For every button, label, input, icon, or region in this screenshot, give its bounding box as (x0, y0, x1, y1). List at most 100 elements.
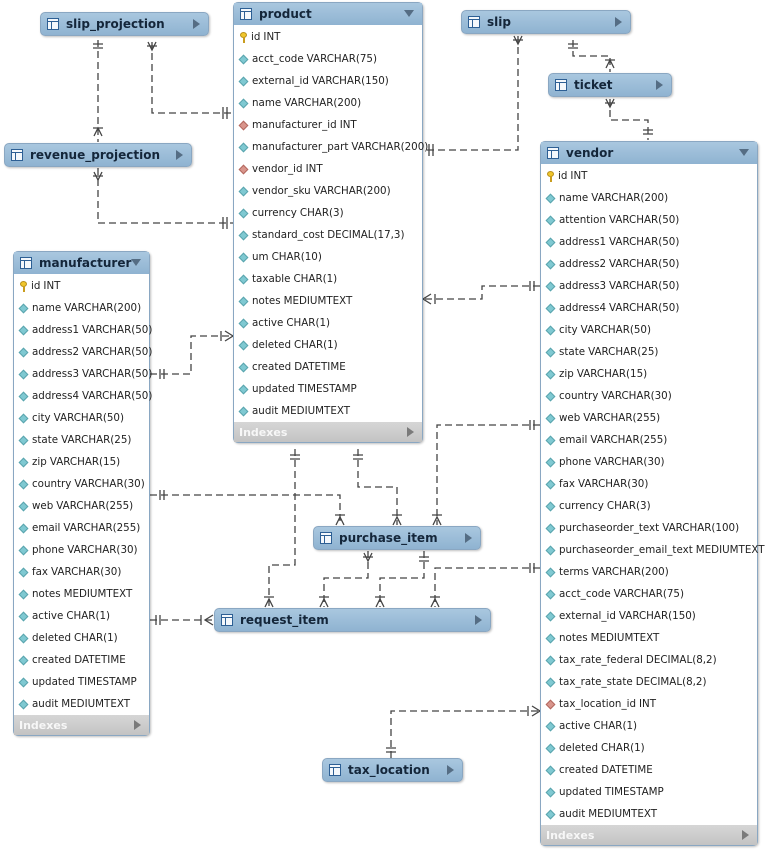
chevron-right-icon[interactable] (407, 427, 414, 437)
chevron-down-icon[interactable] (131, 259, 141, 266)
indexes-section[interactable]: Indexes (14, 715, 149, 735)
table-revenue-projection[interactable]: revenue_projection (4, 143, 192, 167)
table-header[interactable]: manufacturer (14, 252, 149, 274)
indexes-section[interactable]: Indexes (234, 422, 422, 442)
chevron-right-icon[interactable] (656, 80, 663, 90)
table-header[interactable]: vendor (541, 142, 757, 164)
table-purchase-item[interactable]: purchase_item (313, 526, 481, 550)
chevron-right-icon[interactable] (465, 533, 472, 543)
indexes-label: Indexes (19, 718, 68, 732)
chevron-right-icon[interactable] (447, 765, 454, 775)
table-ticket[interactable]: ticket (548, 73, 672, 97)
indexes-section[interactable]: Indexes (541, 825, 757, 845)
chevron-right-icon[interactable] (176, 150, 183, 160)
rel-ticket-slip (572, 40, 611, 72)
chevron-right-icon[interactable] (475, 615, 482, 625)
column-diamond-icon (238, 54, 249, 64)
table-slip-projection[interactable]: slip_projection (40, 12, 209, 36)
table-header[interactable]: product (234, 3, 422, 25)
chevron-down-icon[interactable] (739, 149, 749, 156)
table-request-item[interactable]: request_item (214, 608, 491, 632)
chevron-right-icon[interactable] (193, 19, 200, 29)
table-tax-location[interactable]: tax_location (322, 758, 463, 782)
table-slip[interactable]: slip (461, 10, 631, 34)
chevron-right-icon[interactable] (134, 720, 141, 730)
chevron-right-icon[interactable] (742, 830, 749, 840)
chevron-right-icon[interactable] (615, 17, 622, 27)
chevron-down-icon[interactable] (404, 10, 414, 17)
